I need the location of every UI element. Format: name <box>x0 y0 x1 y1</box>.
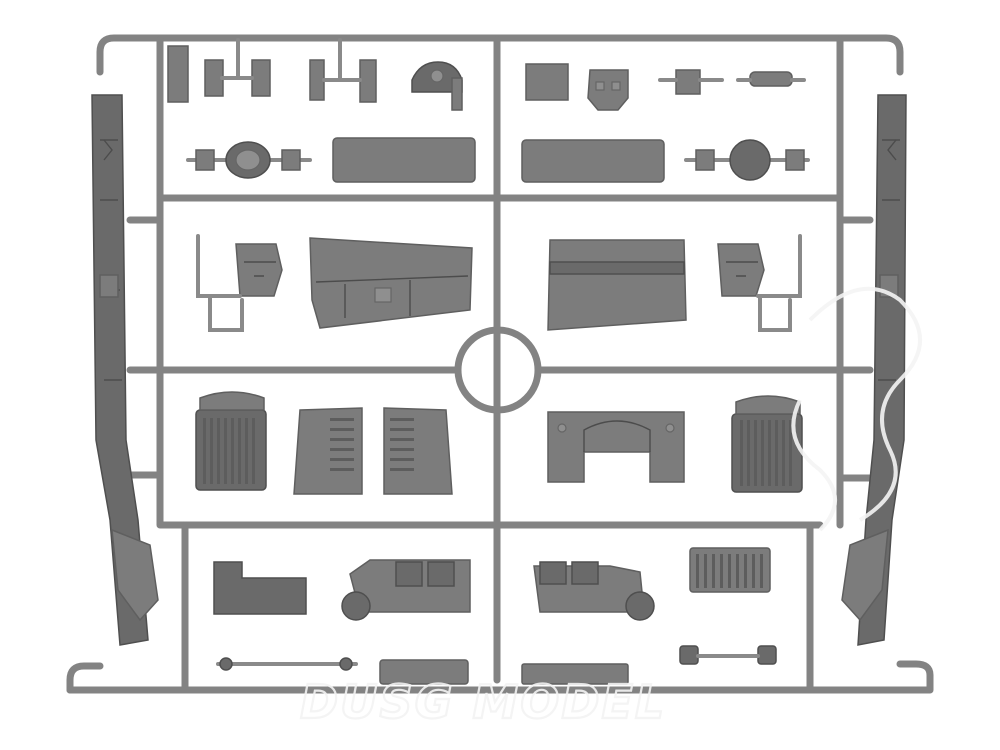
right-chassis-rail <box>841 94 907 646</box>
bottom-parts <box>213 547 777 685</box>
left-chassis-rail <box>91 94 159 646</box>
firewall-panel <box>547 411 685 483</box>
watermark: DUSG MODEL <box>299 286 922 730</box>
cab-floor-left <box>309 237 473 329</box>
radiator-left <box>195 391 267 491</box>
top-panels <box>332 137 665 183</box>
grille-guard <box>689 547 771 593</box>
radiator-right <box>731 395 803 493</box>
hood-right-louvers <box>390 418 414 471</box>
runner-frame <box>66 34 934 694</box>
radiator-left-grille <box>203 418 255 484</box>
hood-side-left <box>293 407 363 495</box>
seat-bracket-right <box>717 234 802 332</box>
radiator-right-grille <box>740 420 792 486</box>
cab-floor-right <box>547 239 687 331</box>
seat-bracket-left <box>196 234 283 332</box>
watermark-text: DUSG MODEL <box>300 675 666 729</box>
rear-axle-left <box>186 141 312 179</box>
rear-axle-right <box>684 139 810 181</box>
hood-left-louvers <box>330 418 354 471</box>
hood-side-right <box>383 407 453 495</box>
top-small-parts <box>167 38 806 111</box>
